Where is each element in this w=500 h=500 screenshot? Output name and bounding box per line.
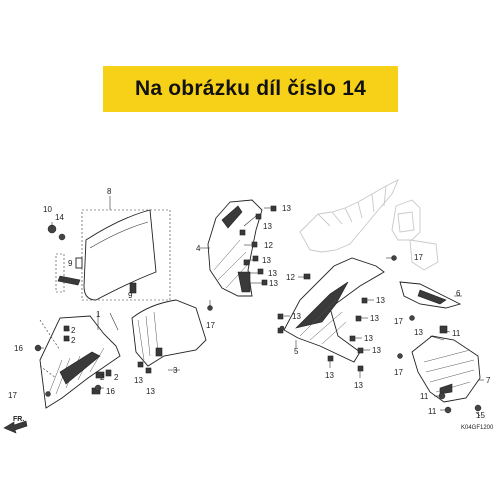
brand-logo-watermark: [299, 179, 439, 271]
part-inner-cover[interactable]: [131, 299, 207, 367]
callout-12b: 12: [286, 273, 295, 282]
callout-13h: 13: [292, 312, 301, 321]
callout-16b: 16: [106, 387, 115, 396]
callout-13g: 13: [269, 279, 278, 288]
callout-13b: 13: [146, 387, 155, 396]
callout-17d: 17: [394, 317, 403, 326]
callout-7: 7: [486, 376, 491, 385]
fr-label: FR.: [13, 416, 24, 423]
callout-6: 6: [456, 289, 461, 298]
leader-lines: [38, 207, 484, 417]
callout-3: 3: [173, 366, 178, 375]
callout-17e: 17: [394, 368, 403, 377]
callout-8: 8: [107, 187, 112, 196]
part-lower-cover[interactable]: [411, 325, 481, 403]
callout-14: 14: [55, 213, 64, 222]
callout-13e: 13: [262, 256, 271, 265]
banner-text: Na obrázku díl číslo 14: [134, 77, 366, 100]
callout-13l: 13: [372, 346, 381, 355]
callout-17b: 17: [206, 321, 215, 330]
fastener-10-14[interactable]: [47, 222, 66, 241]
part-middle-panel[interactable]: [283, 257, 385, 363]
callout-12a: 12: [264, 241, 273, 250]
callout-17c: 17: [414, 253, 423, 262]
windscreen-group-frame: [81, 209, 171, 301]
callout-labels: 8 10 14 9 9 1 2 2 2 2 16 16 17 13 13 3 4…: [8, 187, 494, 431]
callout-11b: 11: [420, 392, 429, 401]
callout-9b: 9: [128, 291, 133, 300]
callout-11c: 11: [428, 407, 437, 416]
callout-15: 15: [476, 411, 485, 420]
callout-13f: 13: [268, 269, 277, 278]
callout-9a: 9: [68, 259, 73, 268]
callout-13j: 13: [370, 314, 379, 323]
callout-13o: 13: [414, 328, 423, 337]
part-side-piece[interactable]: [399, 281, 462, 309]
callout-16a: 16: [14, 344, 23, 353]
callout-11a: 11: [452, 329, 461, 338]
callout-13k: 13: [364, 334, 373, 343]
part-windscreen[interactable]: [83, 209, 157, 301]
callout-13d: 13: [263, 222, 272, 231]
callout-2b: 2: [71, 336, 76, 345]
callout-13m: 13: [325, 371, 334, 380]
part-trim-strip[interactable]: [57, 257, 83, 286]
callout-4: 4: [196, 244, 201, 253]
part-side-cowl[interactable]: [207, 199, 263, 297]
callout-13c: 13: [282, 204, 291, 213]
front-panel-dash: [39, 319, 61, 379]
callout-2c: 2: [100, 373, 105, 382]
screw-set: [34, 255, 482, 414]
callout-17a: 17: [8, 391, 17, 400]
callout-2d: 2: [114, 373, 119, 382]
callout-10: 10: [43, 205, 52, 214]
part-front-panel-left[interactable]: [39, 315, 121, 409]
front-direction-arrow: FR.: [3, 416, 28, 434]
part-number-banner: Na obrázku díl číslo 14: [103, 66, 398, 112]
callout-13n: 13: [354, 381, 363, 390]
callout-5: 5: [294, 347, 299, 356]
callout-13i: 13: [376, 296, 385, 305]
callout-2a: 2: [71, 326, 76, 335]
callout-1: 1: [96, 310, 101, 319]
strip-group-frame: [55, 253, 65, 293]
fastener-set: [137, 205, 368, 374]
diagram-code: K04GF1200: [461, 425, 494, 431]
callout-13a: 13: [134, 376, 143, 385]
